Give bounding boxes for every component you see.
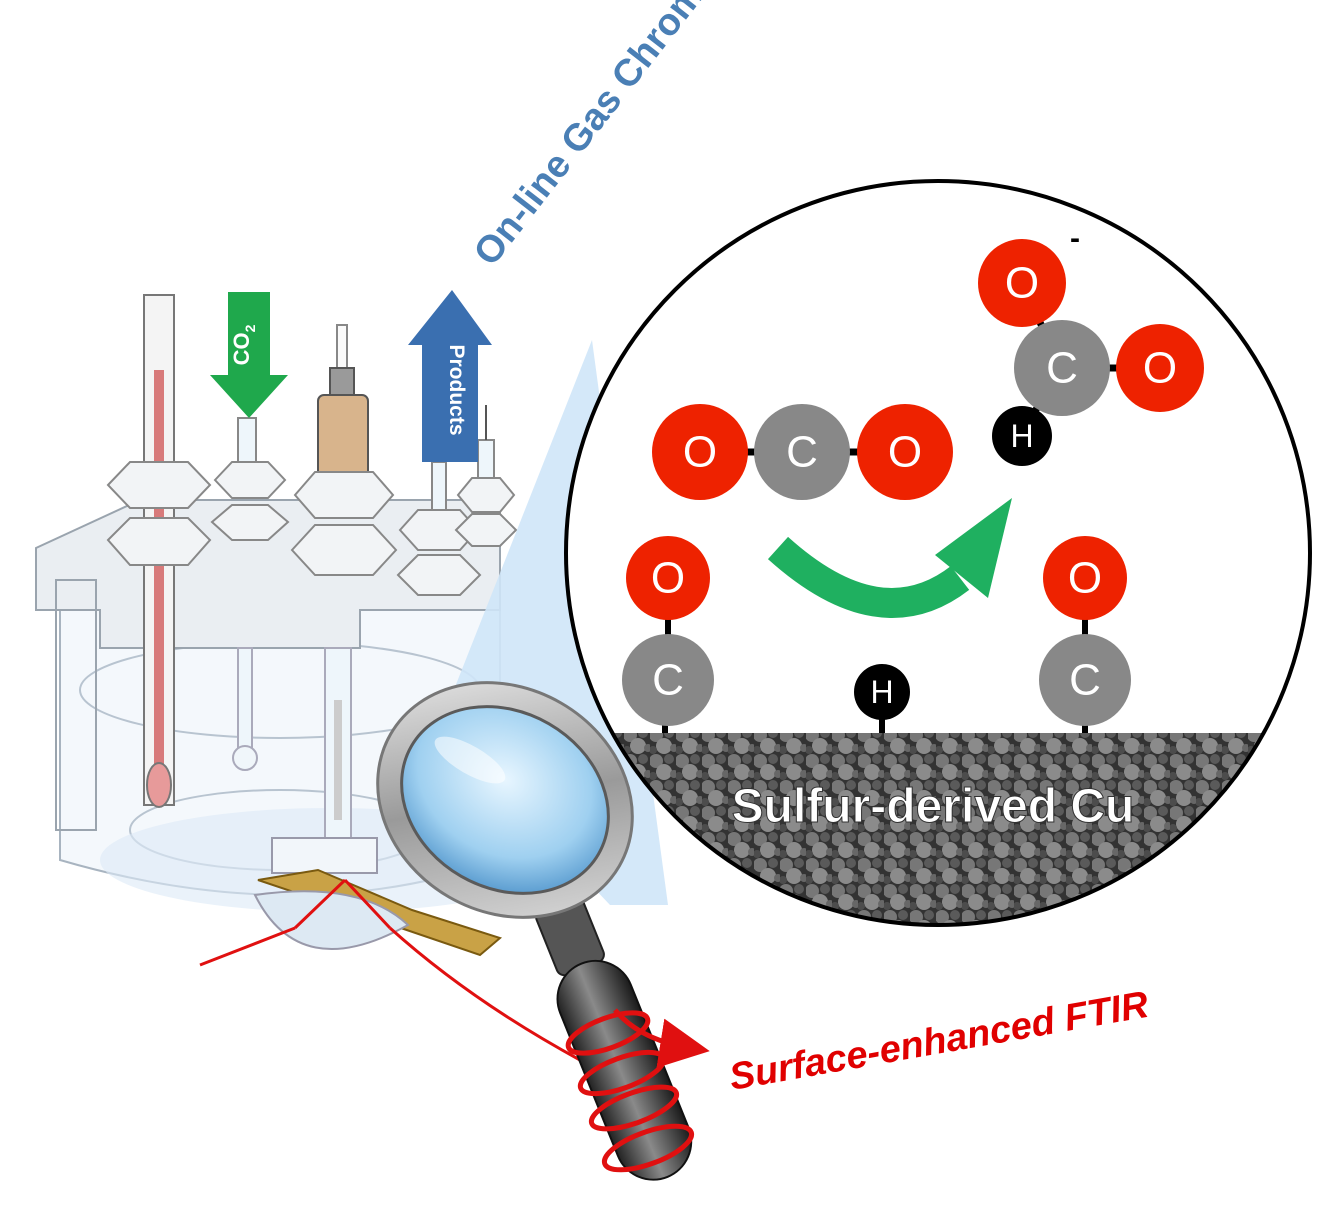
atom-label: O: [1005, 259, 1039, 308]
products-outlet-arrow: Products: [408, 290, 492, 462]
atom-label: O: [888, 428, 922, 477]
magnifying-glass-icon: [376, 681, 693, 1181]
atom-label: H: [1010, 418, 1033, 454]
atom-label: H: [870, 674, 893, 710]
port-fitting: [210, 417, 290, 771]
atom-label: O: [683, 428, 717, 477]
adsorbed-co-left: O C: [622, 536, 714, 726]
atom-label: C: [652, 656, 684, 705]
reaction-arrow: [767, 498, 1012, 618]
atom-label: O: [1143, 344, 1177, 393]
atom-label: O: [651, 554, 685, 603]
formate-molecule: O - C O H: [978, 222, 1204, 466]
catalyst-label: Sulfur-derived Cu: [732, 780, 1135, 833]
svg-text:CO2: CO2: [229, 324, 258, 365]
reference-electrode: [290, 324, 398, 849]
co2-inlet-arrow: CO2: [210, 292, 288, 418]
atom-label: C: [786, 428, 818, 477]
port-fitting: [106, 461, 212, 566]
atom-label: C: [1069, 656, 1101, 705]
port-fitting: [396, 405, 518, 596]
co2-arrow-label: CO: [229, 332, 254, 365]
co2-molecule: O C O: [652, 404, 953, 500]
atom-label: O: [1068, 554, 1102, 603]
adsorbed-co-right: O C: [1039, 536, 1131, 726]
products-arrow-label: Products: [445, 344, 468, 435]
laser-beam: [199, 878, 581, 1062]
zoom-inset: Sulfur-derived Cu O C H O C: [564, 179, 1312, 927]
laser-spiral: [565, 1008, 710, 1173]
atom-label: C: [1046, 344, 1078, 393]
charge-label: -: [1070, 222, 1080, 255]
co2-arrow-subscript: 2: [242, 324, 258, 332]
ftir-label: Surface-enhanced FTIR: [726, 984, 1152, 1099]
adsorbed-h: H: [854, 664, 910, 720]
electrochemical-cell-icon: [35, 294, 581, 1062]
